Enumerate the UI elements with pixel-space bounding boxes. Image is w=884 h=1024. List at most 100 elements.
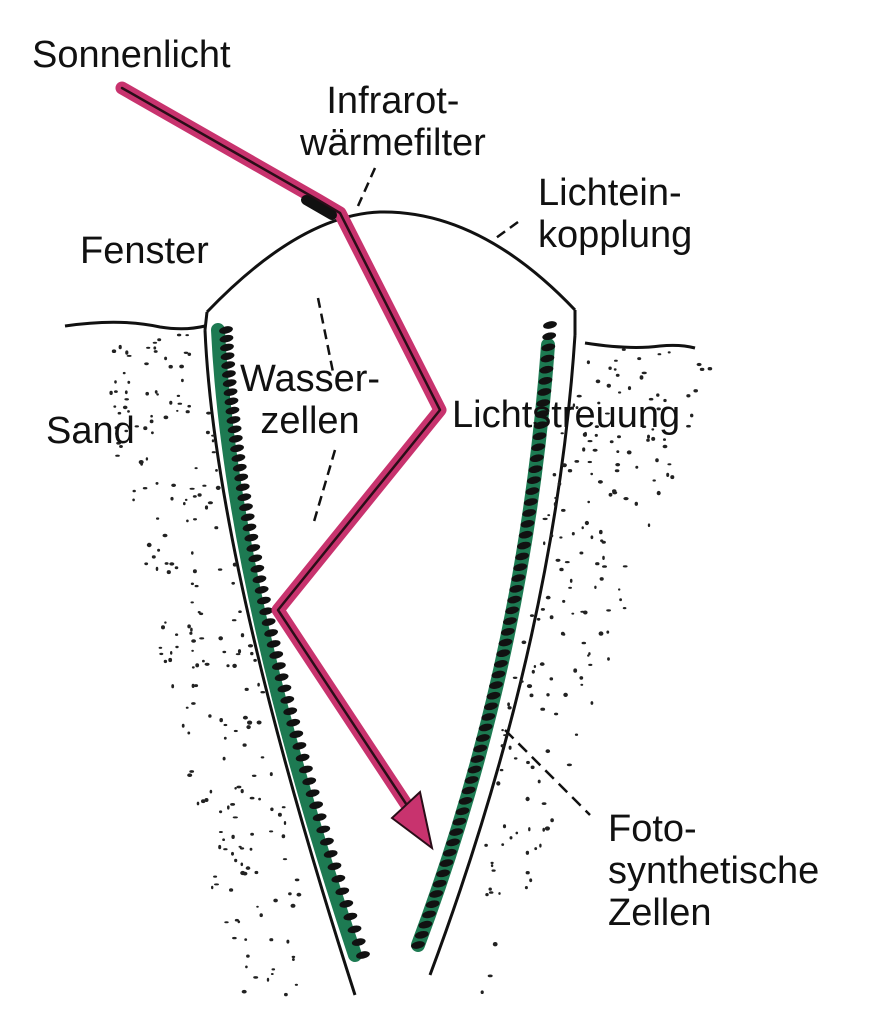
sand-dot [564,561,570,564]
sand-dot [529,614,535,617]
chloroplast-dot [226,416,241,424]
sand-dot [648,397,654,401]
chloroplast-dot [422,910,436,919]
sand-dot [233,729,238,733]
sand-dot [238,845,242,848]
sand-dot [260,756,265,759]
sand-dot [559,567,564,572]
sand-dot [122,371,126,375]
chloroplast-dot [439,859,454,867]
chloroplast-dot [302,777,317,786]
filter-mark [301,195,337,220]
chloroplast-dot [493,660,508,668]
sand-dot [559,536,563,539]
chloroplast-dot [320,837,334,846]
sand-dot [561,463,567,468]
sand-dot [235,653,241,656]
sand-dot [560,432,564,435]
sand-dot [666,472,670,477]
chloroplast-dot [250,564,265,573]
chloroplast-dot [513,563,528,572]
sand-dot [655,458,659,463]
sand-dot [600,539,604,542]
sand-dot [215,485,221,490]
sand-dot [608,366,612,370]
sand-dot [484,843,488,847]
sand-dot [117,411,122,415]
sand-dot [534,847,538,851]
sand-dot [211,451,216,454]
sand-dot [247,644,254,648]
chloroplast-dot [429,890,444,898]
sand-dot [566,763,573,767]
sand-dot [604,412,610,415]
chloroplast-dot [515,552,529,561]
sand-dot [138,460,144,465]
chloroplast-dot [537,388,552,396]
sand-dot [586,360,591,365]
chloroplast-dot [461,786,476,795]
sand-dot [145,391,149,396]
sand-dot [145,457,149,461]
sand-dot [656,407,661,411]
sand-dot [171,684,175,689]
sand-dot [144,562,149,566]
sand-dot [544,826,551,831]
sand-dot [164,356,168,361]
sand-dot [181,723,185,728]
sand-dot [223,848,228,851]
sand-dot [191,702,196,705]
sand-dot [231,619,237,622]
sand-dot [234,858,238,863]
sand-dot [187,731,191,735]
sand-dot [190,582,194,586]
chloroplast-dot [220,352,235,361]
chloroplast-dot [231,454,246,462]
sand-dot [594,433,598,437]
sand-dot [533,665,537,668]
chloroplast-dot [230,444,244,453]
chloroplast-dot [219,326,233,334]
sand-dot [545,749,551,754]
sand-dot [291,955,296,959]
sand-dot [169,400,173,405]
chloroplast-dot [498,638,513,647]
chloroplast-dot [351,938,366,946]
label-photosynthetic-cells-line-1: Foto- [608,808,697,850]
chloroplast-dot [292,742,307,750]
label-light-scattering: Lichtstreuung [452,394,680,436]
sand-dot [194,467,198,470]
sand-dot [126,354,132,357]
sand-dot [488,887,492,891]
sand-dot [568,586,572,589]
chloroplast-dot [242,523,257,532]
sand-dot [222,838,226,841]
window-base-left [203,311,209,331]
sand-dot [667,463,672,466]
sand-dot [575,406,579,410]
sand-dot [599,577,604,581]
chloroplast-dot [277,684,292,693]
sand-dot [222,756,226,761]
chloroplast-dot [244,533,259,542]
sand-dot [232,663,237,669]
chloroplast-dot [491,670,506,679]
sand-dot [294,878,300,882]
sand-dot [499,768,504,772]
sand-dot [647,523,651,527]
chloroplast-dot [531,443,546,452]
sand-dot [236,785,242,789]
sand-dot [627,386,632,391]
sand-dot [197,611,201,614]
sand-dot [240,862,244,867]
sand-dot [693,389,698,393]
sand-dot [156,517,160,520]
sand-dot [569,578,573,583]
sand-dot [552,473,557,477]
sand-dot [254,870,259,875]
sand-dot [595,562,600,566]
sand-dot [122,405,128,410]
sand-dot [237,649,242,654]
